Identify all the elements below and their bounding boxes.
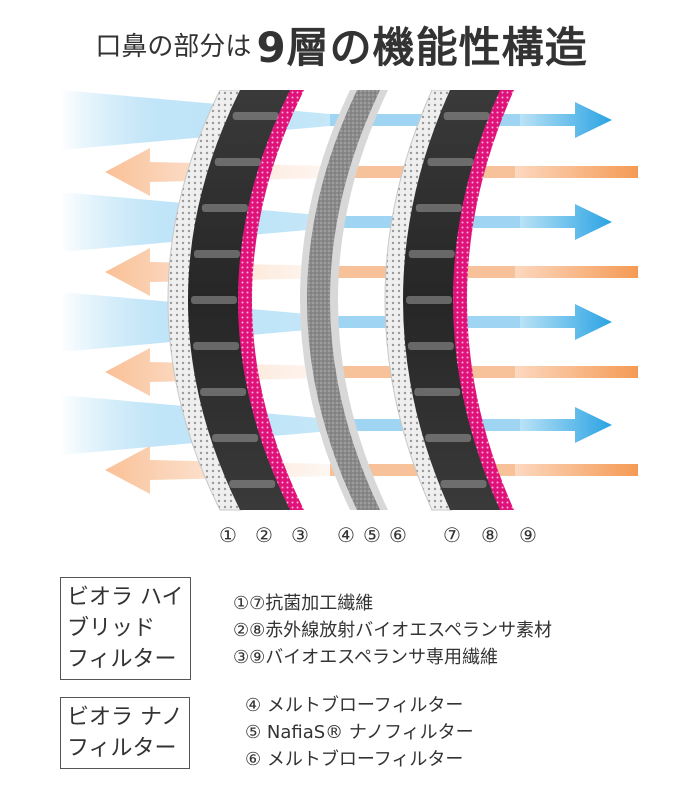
layer-6 [330,90,388,510]
layer-number-6: ⑥ [389,523,407,547]
hybrid-label-line: ビオラ ハイ [67,585,184,610]
fabric-rib [443,112,490,120]
fabric-rib [425,434,472,442]
fabric-rib [407,342,454,350]
layer-4 [300,90,358,510]
fabric-rib [415,204,462,212]
fabric-rib [193,250,240,258]
outflow-air-icon [515,266,638,278]
hybrid-item-list: ①⑦抗菌加工繊維 ②⑧赤外線放射バイオエスペランサ素材 ③⑨バイオエスペランサ専… [233,590,552,671]
layer-number-3: ③ [291,523,309,547]
hybrid-item: ①⑦抗菌加工繊維 [233,593,374,614]
inflow-arrow-icon [520,102,612,138]
layer-5 [307,90,381,510]
hybrid-label-line: ブリッド [67,616,156,641]
nano-item-list: ④ メルトブローフィルター ⑤ NafiaS® ナノフィルター ⑥ メルトブロー… [245,692,474,773]
outflow-air-icon [515,166,638,178]
layer-number-2: ② [255,523,273,547]
fabric-rib [212,434,259,442]
layer-number-1: ① [219,523,237,547]
layer-9 [453,90,514,510]
fabric-rib [229,480,276,488]
layer-number-8: ⑧ [481,523,499,547]
fabric-rib [191,296,238,304]
fabric-rib [232,112,279,120]
inflow-air-icon [60,90,330,150]
nano-filter-label: ビオラ ナノ フィルター [60,697,190,769]
layer-number-9: ⑨ [519,523,537,547]
hybrid-filter-label: ビオラ ハイ ブリッド フィルター [60,577,191,680]
hybrid-item: ③⑨バイオエスペランサ専用繊維 [233,647,499,668]
inflow-arrow-icon [520,407,612,443]
nano-label-line: フィルター [67,736,177,761]
layer-3 [238,90,304,510]
hybrid-item: ②⑧赤外線放射バイオエスペランサ素材 [233,620,553,641]
nano-item: ⑤ NafiaS® ナノフィルター [245,722,474,743]
nano-item: ⑥ メルトブローフィルター [245,749,464,770]
fabric-rib [414,388,461,396]
fabric-rib [427,158,474,166]
outflow-air-icon [515,464,638,476]
layer-number-4: ④ [337,523,355,547]
fabric-rib [408,250,455,258]
inflow-arrow-icon [520,204,612,240]
layer-8 [403,90,502,510]
fabric-rib [200,388,247,396]
fabric-rib [201,204,248,212]
fabric-rib [440,480,487,488]
layer-number-7: ⑦ [443,523,461,547]
layer-number-5: ⑤ [363,523,381,547]
fabric-rib [406,296,453,304]
fabric-rib [214,158,261,166]
hybrid-label-line: フィルター [67,647,177,672]
fabric-rib [193,342,240,350]
page-title: 口鼻の部分は 9層の機能性構造 [0,14,683,75]
title-prefix: 口鼻の部分は [95,32,252,62]
outflow-air-icon [515,366,638,378]
title-main: 9層の機能性構造 [256,23,588,72]
nano-item: ④ メルトブローフィルター [245,695,464,716]
nano-label-line: ビオラ ナノ [67,705,183,730]
inflow-arrow-icon [520,304,612,340]
